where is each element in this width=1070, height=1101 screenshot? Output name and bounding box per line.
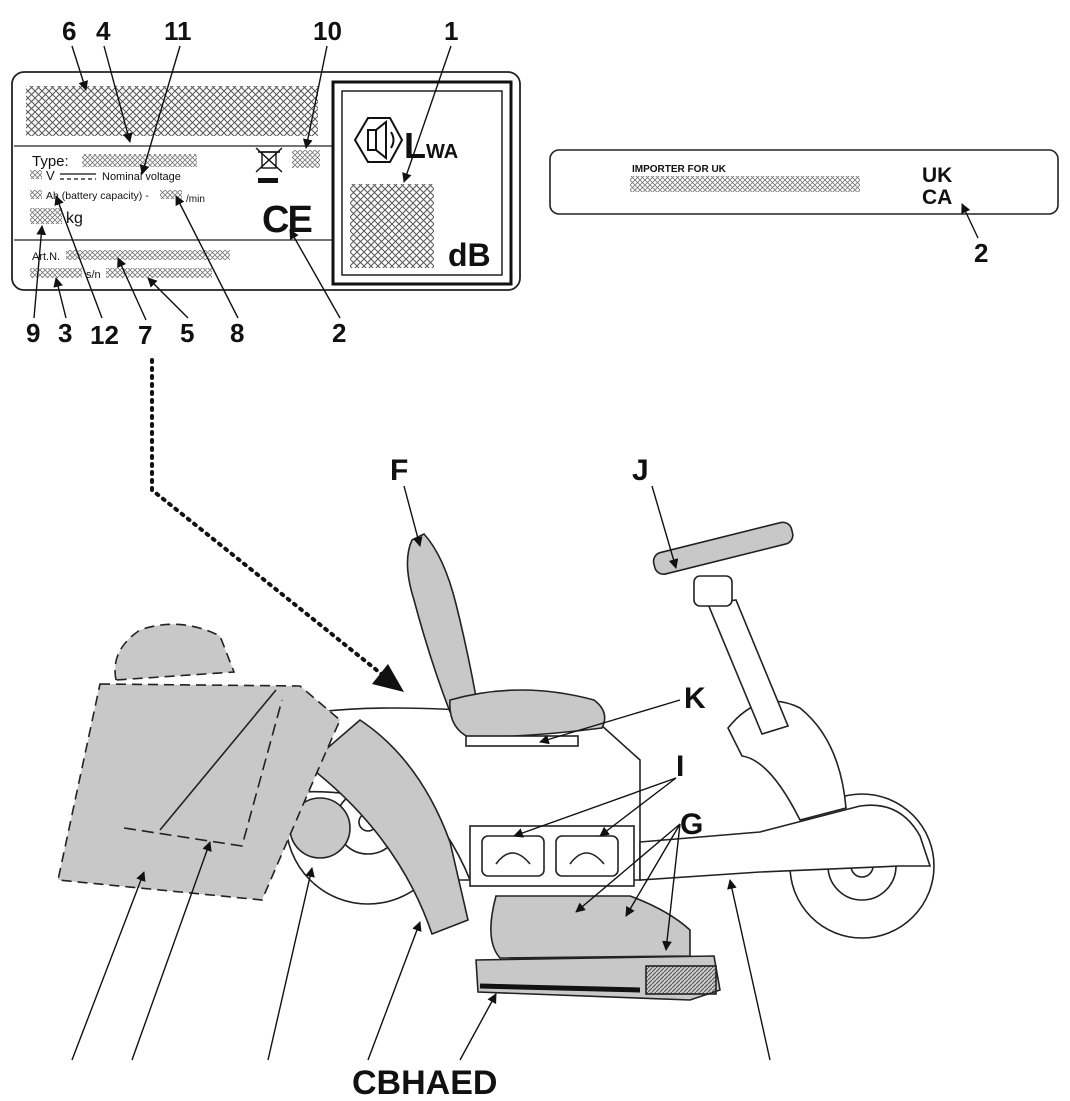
serial-number-hatch (106, 268, 212, 278)
steering-column (652, 521, 794, 735)
callout-leaders-bottom (33, 195, 341, 321)
callout-9: 9 (26, 318, 40, 348)
sound-power-icon (353, 117, 404, 163)
callout-1: 1 (444, 16, 458, 46)
nominal-voltage-text: Nominal voltage (102, 171, 181, 183)
article-number-label: Art.N. (32, 251, 60, 263)
battery-compartment (469, 825, 635, 887)
speed-hatch (160, 190, 182, 199)
callout-3: 3 (58, 318, 72, 348)
voltage-hatch (30, 170, 42, 179)
noise-value-hatch (350, 184, 434, 268)
db-unit: dB (448, 237, 491, 273)
callout-2-uk-leader (961, 203, 979, 239)
front-hood (727, 700, 847, 821)
cutting-deck (475, 895, 721, 1001)
uk-importer-plate: IMPORTER FOR UK UK CA (549, 149, 1059, 215)
plate-location-pointer (150, 358, 404, 692)
type-label: Type: (32, 153, 69, 170)
date-hatch (30, 268, 82, 278)
callout-4: 4 (96, 16, 111, 46)
battery-hatch (30, 190, 42, 199)
part-label-g: G (680, 808, 703, 841)
ce-mark: CE (262, 199, 311, 241)
part-label-bottom-row: CBHAED (352, 1064, 497, 1101)
type-hatch (82, 154, 197, 167)
weight-hatch (30, 208, 62, 224)
grass-catcher (57, 623, 341, 901)
mower-illustration (57, 521, 935, 1001)
part-label-f: F (390, 454, 408, 487)
importer-text: IMPORTER FOR UK (632, 164, 727, 175)
callout-leaders-top (71, 45, 452, 183)
noise-level-panel: LWA dB (331, 80, 513, 286)
callout-8: 8 (230, 318, 244, 348)
front-chassis (639, 804, 932, 881)
callout-2-uk: 2 (974, 238, 988, 268)
part-label-i: I (676, 750, 684, 783)
article-number-hatch (66, 250, 230, 260)
callout-5: 5 (180, 318, 194, 348)
part-label-k: K (684, 682, 706, 715)
callout-2: 2 (332, 318, 346, 348)
battery-capacity-text: Ah (battery capacity) - (46, 190, 149, 202)
seat (406, 533, 606, 747)
speed-unit: /min (186, 194, 205, 205)
year-hatch (292, 150, 320, 168)
rating-plate: Type: V Nominal voltage Ah (battery capa… (11, 71, 521, 291)
weee-bin-icon (255, 147, 283, 183)
part-leaders (71, 485, 771, 1061)
voltage-label: V (46, 168, 55, 183)
callout-6: 6 (62, 16, 76, 46)
callout-7: 7 (138, 320, 152, 350)
importer-hatch (630, 176, 860, 192)
part-label-j: J (632, 454, 649, 487)
callout-11: 11 (164, 16, 192, 46)
callout-10: 10 (313, 16, 342, 46)
discharge-chute (315, 718, 469, 936)
serial-number-label: s/n (86, 269, 101, 281)
ukca-mark-bottom: CA (922, 186, 952, 209)
ukca-mark-top: UK (922, 164, 952, 187)
weight-unit: kg (66, 210, 83, 227)
callout-12: 12 (90, 320, 119, 350)
manufacturer-hatch (26, 86, 318, 136)
